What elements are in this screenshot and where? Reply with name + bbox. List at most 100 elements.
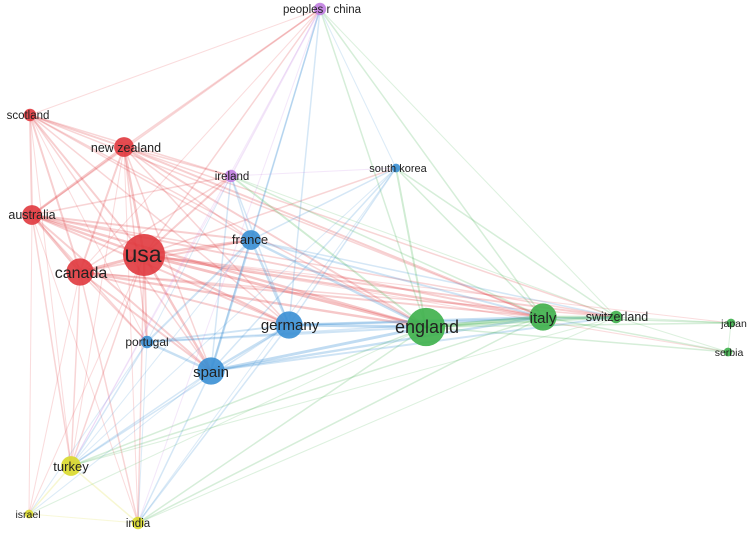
edge-switzerland--peoples-r-china — [319, 8, 617, 318]
node-new-zealand[interactable] — [114, 137, 134, 157]
edge-england--turkey — [70, 326, 427, 467]
edge-canada--switzerland — [79, 271, 617, 318]
node-australia[interactable] — [22, 205, 42, 225]
edge-ireland--peoples-r-china — [230, 8, 321, 177]
edge-england--israel — [28, 326, 427, 515]
edge-spain--ireland — [210, 175, 232, 372]
edge-india--israel — [28, 513, 139, 524]
node-label-usa: usa — [124, 241, 161, 267]
edge-canada--israel — [28, 271, 81, 515]
node-turkey[interactable] — [61, 456, 81, 476]
edge-portugal--italy — [146, 316, 544, 343]
node-spain[interactable] — [197, 357, 225, 385]
edge-italy--japan — [542, 316, 732, 324]
edge-usa--south-korea — [143, 167, 397, 256]
edge-england--japan — [425, 322, 732, 328]
edge-australia--italy — [31, 214, 544, 318]
edge-spain--england — [209, 325, 428, 373]
node-label-ireland: ireland — [215, 171, 250, 183]
edge-england--india — [137, 326, 427, 524]
edge-usa--israel — [28, 254, 145, 515]
edge-canada--peoples-r-china — [79, 8, 321, 273]
edge-england--switzerland — [424, 315, 618, 329]
node-label-spain: spain — [193, 364, 229, 381]
node-canada[interactable] — [66, 258, 94, 286]
node-germany[interactable] — [275, 311, 303, 339]
edge-england--serbia — [425, 326, 729, 353]
node-label-portugal: portugal — [125, 335, 168, 349]
node-peoples-r-china[interactable] — [313, 2, 327, 16]
edge-peoples-r-china--turkey — [70, 8, 321, 467]
edge-spain--israel — [28, 370, 212, 515]
edge-scotland--france — [29, 114, 252, 241]
edge-australia--turkey — [31, 214, 72, 467]
edge-canada--france — [79, 239, 252, 273]
edge-germany--south-korea — [288, 167, 397, 326]
edge-australia--france — [31, 214, 252, 241]
edge-italy--south-korea — [395, 167, 544, 318]
edge-scotland--spain — [29, 114, 212, 372]
edge-switzerland--ireland — [230, 175, 617, 318]
edge-usa--england — [142, 253, 428, 329]
node-switzerland[interactable] — [609, 310, 623, 324]
edge-germany--england — [287, 323, 428, 329]
edge-turkey--india — [70, 465, 139, 524]
edge-usa--japan — [143, 254, 732, 324]
edge-germany--india — [137, 324, 290, 524]
edge-new-zealand--switzerland — [123, 146, 617, 318]
edge-england--italy — [424, 315, 545, 329]
edge-usa--spain — [142, 253, 213, 373]
edge-france--south-korea — [250, 167, 397, 241]
node-portugal[interactable] — [140, 335, 154, 349]
node-label-south-korea: south korea — [369, 163, 427, 175]
node-label-england: england — [395, 317, 459, 337]
edge-canada--ireland — [79, 175, 232, 273]
node-japan[interactable] — [726, 318, 736, 328]
node-serbia[interactable] — [723, 347, 733, 357]
edge-france--switzerland — [250, 239, 617, 318]
edge-spain--france — [209, 238, 253, 373]
edge-germany--turkey — [70, 324, 290, 467]
edge-new-zealand--scotland — [29, 114, 125, 148]
node-italy[interactable] — [529, 303, 557, 331]
edge-switzerland--serbia — [615, 316, 729, 353]
node-usa[interactable] — [123, 234, 165, 276]
edge-portugal--ireland — [146, 175, 232, 343]
edge-canada--germany — [79, 271, 290, 326]
node-israel[interactable] — [24, 509, 34, 519]
edge-france--turkey — [70, 239, 252, 467]
node-england[interactable] — [406, 307, 446, 347]
edge-australia--switzerland — [31, 214, 617, 318]
edge-italy--serbia — [542, 316, 729, 353]
node-ireland[interactable] — [224, 169, 238, 183]
edge-usa--germany — [142, 253, 291, 327]
edge-usa--scotland — [29, 114, 145, 256]
edge-south-korea--turkey — [70, 167, 397, 467]
node-scotland[interactable] — [23, 108, 37, 122]
node-label-australia: australia — [8, 208, 55, 222]
edge-germany--france — [249, 238, 291, 327]
edge-canada--india — [79, 271, 139, 524]
edge-australia--ireland — [31, 175, 232, 216]
edge-spain--italy — [209, 315, 545, 373]
node-label-india: india — [126, 518, 151, 530]
node-label-israel: israel — [15, 509, 40, 521]
edge-spain--india — [137, 370, 212, 524]
edge-france--england — [249, 238, 428, 329]
edge-australia--spain — [31, 214, 212, 372]
node-label-turkey: turkey — [53, 459, 89, 474]
edge-new-zealand--peoples-r-china — [123, 8, 321, 148]
edge-new-zealand--india — [123, 146, 139, 524]
edge-spain--turkey — [70, 370, 212, 467]
edge-australia--scotland — [29, 114, 33, 216]
node-south-korea[interactable] — [391, 163, 401, 173]
node-france[interactable] — [241, 230, 261, 250]
edge-portugal--india — [137, 341, 148, 524]
node-india[interactable] — [131, 516, 145, 530]
edge-scotland--turkey — [29, 114, 72, 467]
edge-usa--turkey — [70, 254, 145, 467]
edge-italy--peoples-r-china — [319, 8, 544, 318]
edge-canada--portugal — [79, 271, 148, 343]
